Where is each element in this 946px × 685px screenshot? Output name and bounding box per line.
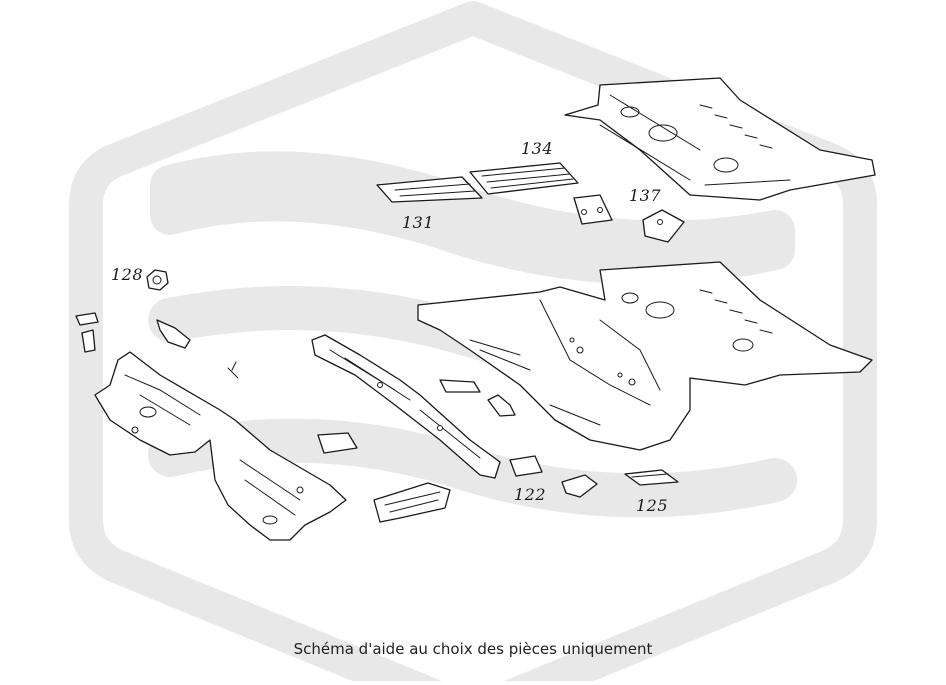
callout-131: 131 (402, 213, 435, 232)
left-rail-assembly (94, 351, 347, 541)
callout-122: 122 (514, 485, 547, 504)
callout-128: 128 (111, 265, 144, 284)
callout-137: 137 (629, 186, 662, 205)
center-long-rail (311, 334, 501, 479)
main-floor-pan (417, 261, 873, 451)
callout-134: 134 (521, 139, 554, 158)
part-131-134-strips (376, 162, 579, 203)
bottom-brackets (317, 379, 679, 523)
callout-125: 125 (636, 496, 669, 515)
left-small-parts (75, 269, 239, 379)
upper-floor-pan (564, 77, 876, 243)
diagram-caption: Schéma d'aide au choix des pièces unique… (293, 640, 653, 658)
